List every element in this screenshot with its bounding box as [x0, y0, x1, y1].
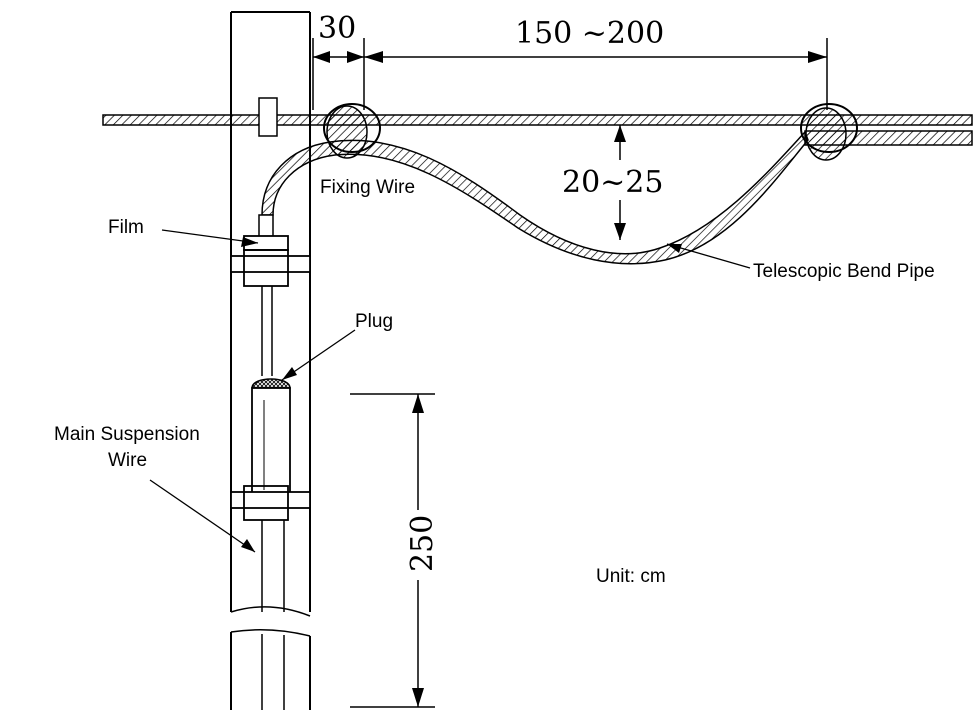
fixing-wire-right [800, 103, 858, 161]
dimension-gap-label: 30 [318, 11, 356, 46]
plug-label: Plug [355, 311, 393, 332]
dimension-sag: 20~25 [562, 125, 663, 240]
plug [251, 378, 291, 494]
telescopic-bend-pipe-label: Telescopic Bend Pipe [753, 261, 935, 282]
fixing-wire-left [323, 103, 381, 159]
lower-bracket [230, 485, 311, 521]
dimension-gap: 30 [312, 11, 365, 110]
main-suspension-wire [261, 520, 285, 612]
main-suspension-wire-label-line2: Wire [108, 450, 147, 471]
film-label: Film [108, 217, 144, 238]
dimension-height: 250 [350, 393, 440, 708]
film-fitting [243, 214, 289, 251]
fixing-wire-label: Fixing Wire [320, 177, 415, 198]
cable-rod [261, 286, 273, 376]
main-suspension-wire-label-line1: Main Suspension [54, 424, 200, 445]
dimension-span-label: 150 ~200 [515, 16, 664, 51]
pole-clamp [258, 97, 278, 137]
unit-label: Unit: cm [596, 566, 666, 587]
dimension-sag-label: 20~25 [562, 165, 663, 200]
vertical-pole [230, 11, 311, 617]
horizontal-crossarm [102, 114, 973, 146]
leader-lines [149, 229, 751, 553]
vertical-pole-lower-segment [230, 629, 311, 710]
upper-bracket [230, 249, 311, 287]
dimension-height-label: 250 [405, 515, 440, 572]
dimension-span: 150 ~200 [364, 16, 828, 110]
